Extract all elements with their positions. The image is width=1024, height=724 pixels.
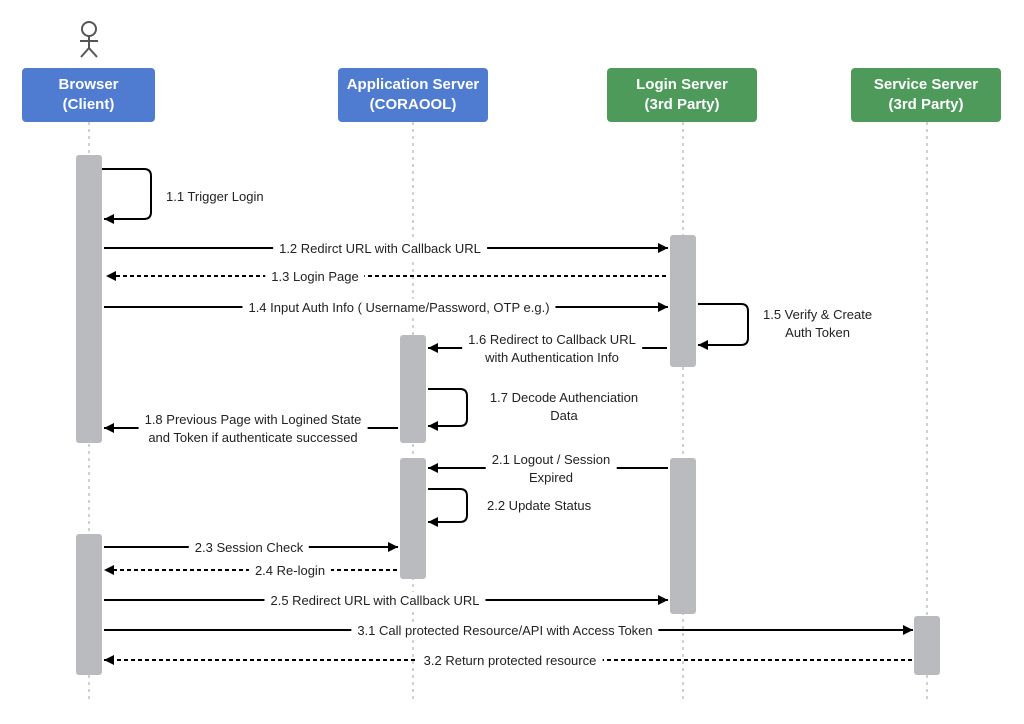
participant-login-server: Login Server (3rd Party) [607, 68, 757, 122]
participant-service-server-role: (3rd Party) [888, 96, 964, 113]
label-2-1: 2.1 Logout / Session Expired [485, 451, 617, 487]
label-2-3: 2.3 Session Check [188, 539, 310, 557]
participant-login-server-role: (3rd Party) [644, 96, 720, 113]
label-3-1: 3.1 Call protected Resource/API with Acc… [351, 622, 659, 640]
label-1-3: 1.3 Login Page [265, 268, 365, 286]
label-1-2: 1.2 Redirct URL with Callback URL [273, 240, 487, 258]
label-1-8: 1.8 Previous Page with Logined State and… [138, 411, 368, 447]
label-2-5: 2.5 Redirect URL with Callback URL [264, 592, 486, 610]
participant-service-server-name: Service Server [873, 76, 979, 93]
label-3-2: 3.2 Return protected resource [417, 652, 603, 670]
arrow-2-2 [428, 488, 468, 527]
activation-login-1 [670, 235, 696, 367]
arrow-1-1 [102, 168, 152, 224]
arrow-1-7 [428, 388, 468, 431]
activation-browser-2 [76, 534, 102, 675]
participant-app-server-name: Application Server [346, 76, 480, 93]
activation-login-2 [670, 458, 696, 614]
activation-service-1 [914, 616, 940, 675]
participant-browser-role: (Client) [62, 96, 115, 113]
activation-app-1 [400, 335, 426, 443]
participant-browser: Browser (Client) [22, 68, 155, 122]
label-2-4: 2.4 Re-login [248, 562, 332, 580]
activation-browser-1 [76, 155, 102, 443]
actor-icon [80, 21, 98, 58]
activation-app-2 [400, 458, 426, 579]
participant-login-server-name: Login Server [636, 76, 728, 93]
label-1-5: 1.5 Verify & Create Auth Token [763, 307, 873, 340]
participant-app-server-role: (CORAOOL) [369, 96, 457, 113]
label-1-7: 1.7 Decode Authenciation Data [489, 390, 639, 423]
participant-service-server: Service Server (3rd Party) [851, 68, 1001, 122]
label-1-1: 1.1 Trigger Login [166, 189, 264, 204]
label-1-6: 1.6 Redirect to Callback URL with Authen… [462, 331, 642, 367]
participant-app-server: Application Server (CORAOOL) [338, 68, 488, 122]
label-2-2: 2.2 Update Status [487, 498, 592, 513]
participant-browser-name: Browser [58, 76, 119, 93]
arrow-1-5 [698, 303, 749, 350]
label-1-4: 1.4 Input Auth Info ( Username/Password,… [242, 299, 556, 317]
